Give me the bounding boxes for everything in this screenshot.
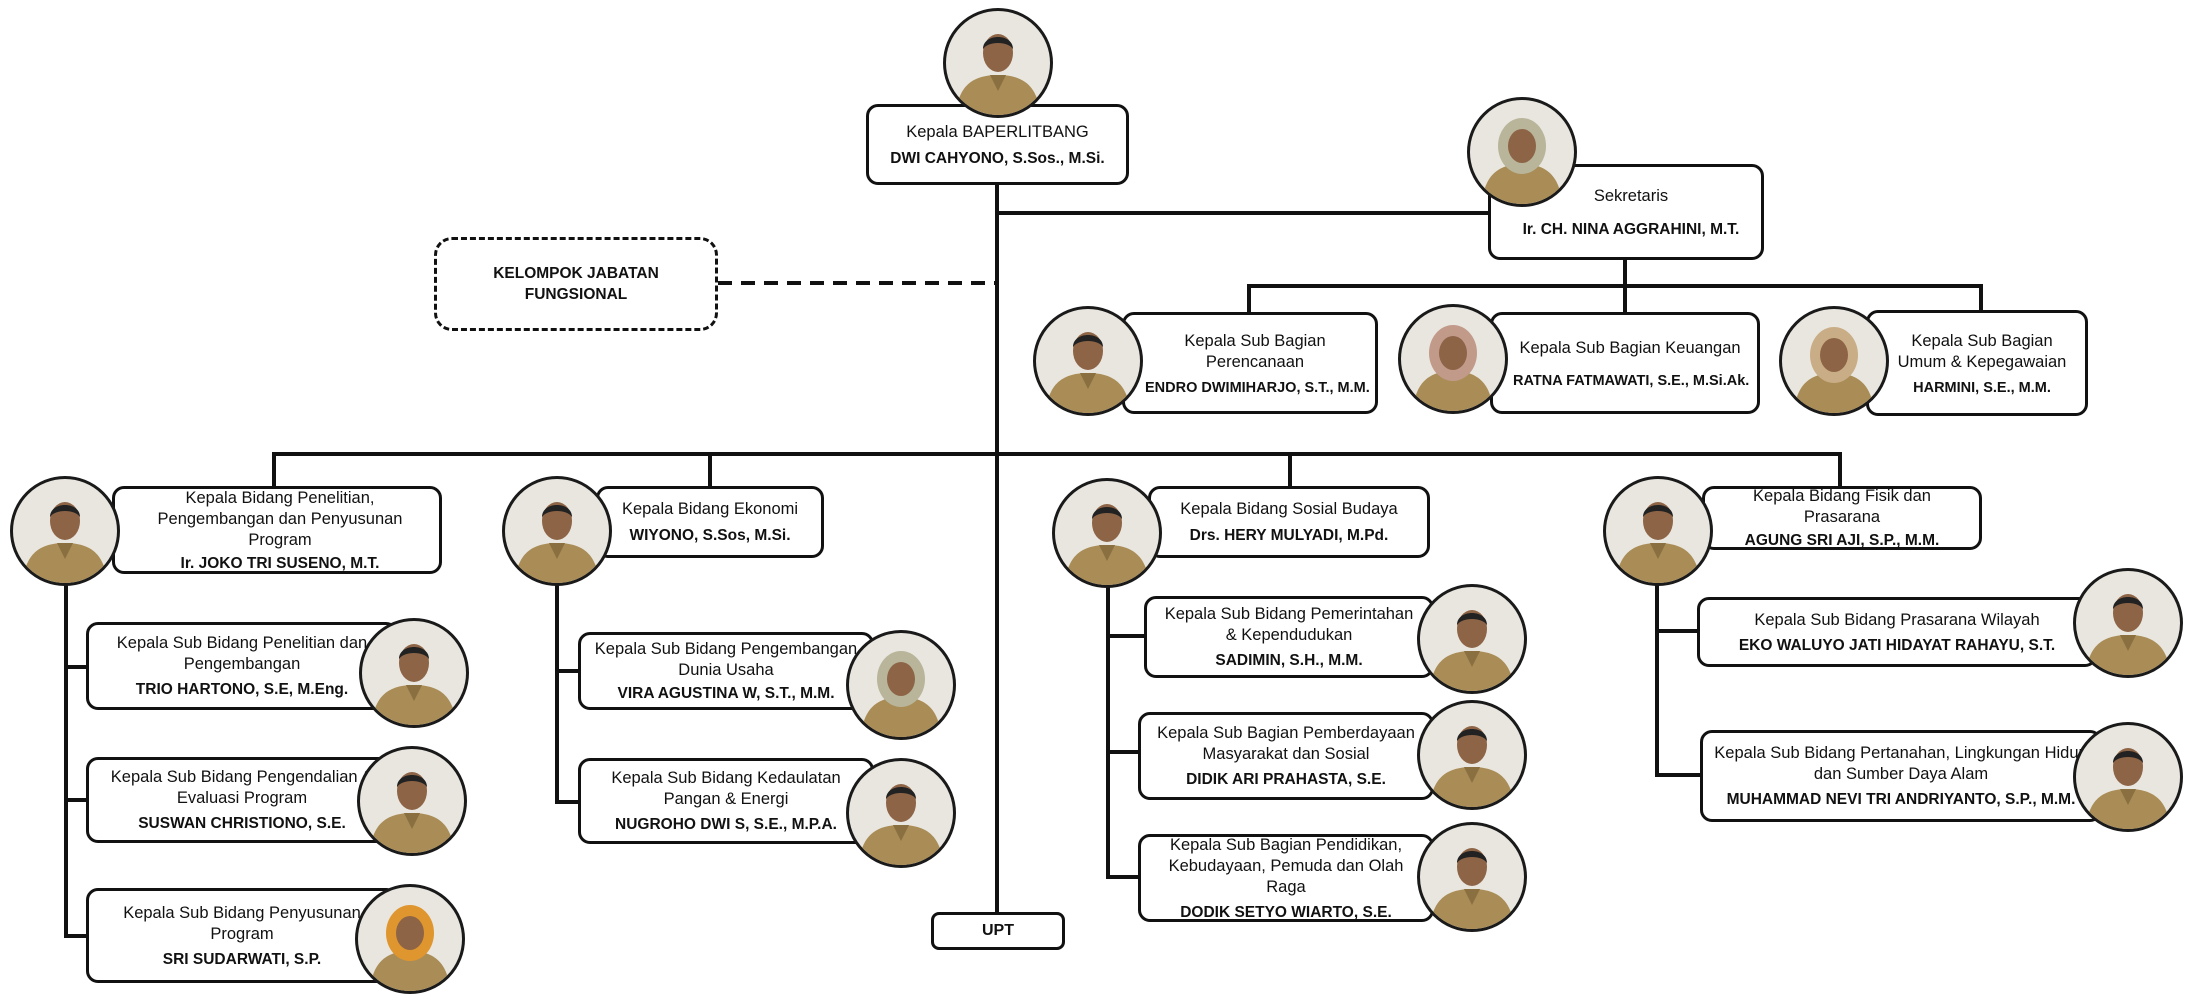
division-name: Ir. JOKO TRI SUSENO, M.T. <box>180 554 380 572</box>
subdivision-name: DIDIK ARI PRAHASTA, S.E. <box>1186 771 1386 788</box>
subsection-title: Kepala Sub Bagian Umum & Kepegawaian <box>1897 331 2067 371</box>
subsection-title: Kepala Sub Bagian Keuangan <box>1519 338 1741 357</box>
subdivision-box: Kepala Sub Bidang Kedaulatan Pangan & En… <box>578 758 874 844</box>
subdivision-box: Kepala Sub Bidang Pengembangan Dunia Usa… <box>578 632 874 710</box>
portrait-female-icon <box>846 630 956 740</box>
subdivision-box: Kepala Sub Bidang Penyusunan Program SRI… <box>86 888 398 983</box>
subdivision-name: MUHAMMAD NEVI TRI ANDRIYANTO, S.P., M.M. <box>1726 791 2076 808</box>
portrait-female-icon <box>1779 306 1889 416</box>
portrait-female-icon <box>1467 97 1577 207</box>
portrait-female-icon <box>1398 304 1508 414</box>
subdivision-title: Kepala Sub Bidang Prasarana Wilayah <box>1754 610 2040 629</box>
subdivision-title: Kepala Sub Bidang Pengembangan Dunia Usa… <box>594 640 858 679</box>
division-box-sosial-budaya: Kepala Bidang Sosial Budaya Drs. HERY MU… <box>1148 486 1430 558</box>
subdivision-box: Kepala Sub Bidang Pengendalian & Evaluas… <box>86 757 398 843</box>
head-name: DWI CAHYONO, S.Sos., M.Si. <box>890 149 1105 167</box>
division-box-fisik-prasarana: Kepala Bidang Fisik dan Prasarana AGUNG … <box>1702 486 1982 550</box>
subsection-box-umum: Kepala Sub Bagian Umum & Kepegawaian HAR… <box>1866 310 2088 416</box>
portrait-male-icon <box>359 618 469 728</box>
portrait-male-icon <box>2073 722 2183 832</box>
subdivision-box: Kepala Sub Bagian Pendidikan, Kebudayaan… <box>1138 834 1434 922</box>
subsection-box-perencanaan: Kepala Sub Bagian Perencanaan ENDRO DWIM… <box>1122 312 1378 414</box>
subsection-title: Kepala Sub Bagian Perencanaan <box>1184 331 1326 371</box>
portrait-male-icon <box>1417 700 1527 810</box>
subdivision-name: TRIO HARTONO, S.E, M.Eng. <box>135 681 349 698</box>
functional-group-box: KELOMPOK JABATAN FUNGSIONAL <box>434 237 718 331</box>
subdivision-title: Kepala Sub Bagian Pemberdayaan Masyaraka… <box>1157 724 1415 763</box>
subdivision-name: DODIK SETYO WIARTO, S.E. <box>1180 903 1392 921</box>
subdivision-box: Kepala Sub Bidang Pemerintahan & Kependu… <box>1144 596 1434 678</box>
portrait-male-icon <box>357 746 467 856</box>
division-title: Kepala Bidang Penelitian, Pengembangan d… <box>157 488 403 549</box>
subsection-box-keuangan: Kepala Sub Bagian Keuangan RATNA FATMAWA… <box>1490 312 1760 414</box>
portrait-male-icon <box>2073 568 2183 678</box>
subdivision-box: Kepala Sub Bidang Prasarana Wilayah EKO … <box>1697 597 2097 667</box>
division-box-ekonomi: Kepala Bidang Ekonomi WIYONO, S.Sos, M.S… <box>596 486 824 558</box>
portrait-male-icon <box>1603 476 1713 586</box>
subdivision-title: Kepala Sub Bidang Pengendalian & Evaluas… <box>110 768 374 807</box>
subdivision-box: Kepala Sub Bidang Pertanahan, Lingkungan… <box>1700 730 2102 822</box>
portrait-male-icon <box>943 8 1053 118</box>
functional-group-label: KELOMPOK JABATAN FUNGSIONAL <box>493 265 659 303</box>
subdivision-name: SRI SUDARWATI, S.P. <box>162 950 322 968</box>
subsection-name: RATNA FATMAWATI, S.E., M.Si.Ak. <box>1513 372 1750 389</box>
subdivision-name: NUGROHO DWI S, S.E., M.P.A. <box>615 816 837 833</box>
subdivision-title: Kepala Sub Bidang Penelitian dan Pengemb… <box>116 634 368 673</box>
subdivision-name: VIRA AGUSTINA W, S.T., M.M. <box>617 685 835 702</box>
secretary-title: Sekretaris <box>1593 186 1669 205</box>
portrait-male-icon <box>10 476 120 586</box>
subdivision-title: Kepala Sub Bidang Kedaulatan Pangan & En… <box>611 769 841 808</box>
portrait-male-icon <box>1417 584 1527 694</box>
subdivision-title: Kepala Sub Bidang Pertanahan, Lingkungan… <box>1714 744 2088 783</box>
division-title: Kepala Bidang Fisik dan Prasarana <box>1753 487 1931 526</box>
division-title: Kepala Bidang Sosial Budaya <box>1180 500 1398 518</box>
secretary-name: Ir. CH. NINA AGGRAHINI, M.T. <box>1522 220 1740 238</box>
division-name: WIYONO, S.Sos, M.Si. <box>629 527 791 544</box>
portrait-female-icon <box>355 884 465 994</box>
upt-label: UPT <box>982 922 1014 939</box>
division-name: Drs. HERY MULYADI, M.Pd. <box>1189 527 1389 544</box>
subdivision-title: Kepala Sub Bidang Penyusunan Program <box>123 903 361 943</box>
portrait-male-icon <box>502 476 612 586</box>
portrait-male-icon <box>846 758 956 868</box>
head-title: Kepala BAPERLITBANG <box>906 122 1089 141</box>
subsection-name: ENDRO DWIMIHARJO, S.T., M.M. <box>1145 379 1370 396</box>
division-name: AGUNG SRI AJI, S.P., M.M. <box>1744 532 1940 549</box>
upt-box: UPT <box>931 912 1065 950</box>
subdivision-name: EKO WALUYO JATI HIDAYAT RAHAYU, S.T. <box>1738 636 2056 654</box>
subdivision-name: SUSWAN CHRISTIONO, S.E. <box>138 815 346 832</box>
portrait-male-icon <box>1033 306 1143 416</box>
division-title: Kepala Bidang Ekonomi <box>621 500 799 518</box>
subdivision-name: SADIMIN, S.H., M.M. <box>1215 652 1363 669</box>
subsection-name: HARMINI, S.E., M.M. <box>1913 379 2051 396</box>
portrait-male-icon <box>1052 478 1162 588</box>
division-box-penelitian: Kepala Bidang Penelitian, Pengembangan d… <box>112 486 442 574</box>
portrait-male-icon <box>1417 822 1527 932</box>
subdivision-box: Kepala Sub Bidang Penelitian dan Pengemb… <box>86 622 398 710</box>
subdivision-box: Kepala Sub Bagian Pemberdayaan Masyaraka… <box>1138 712 1434 800</box>
subdivision-title: Kepala Sub Bidang Pemerintahan & Kependu… <box>1164 605 1414 644</box>
subdivision-title: Kepala Sub Bagian Pendidikan, Kebudayaan… <box>1168 835 1404 896</box>
